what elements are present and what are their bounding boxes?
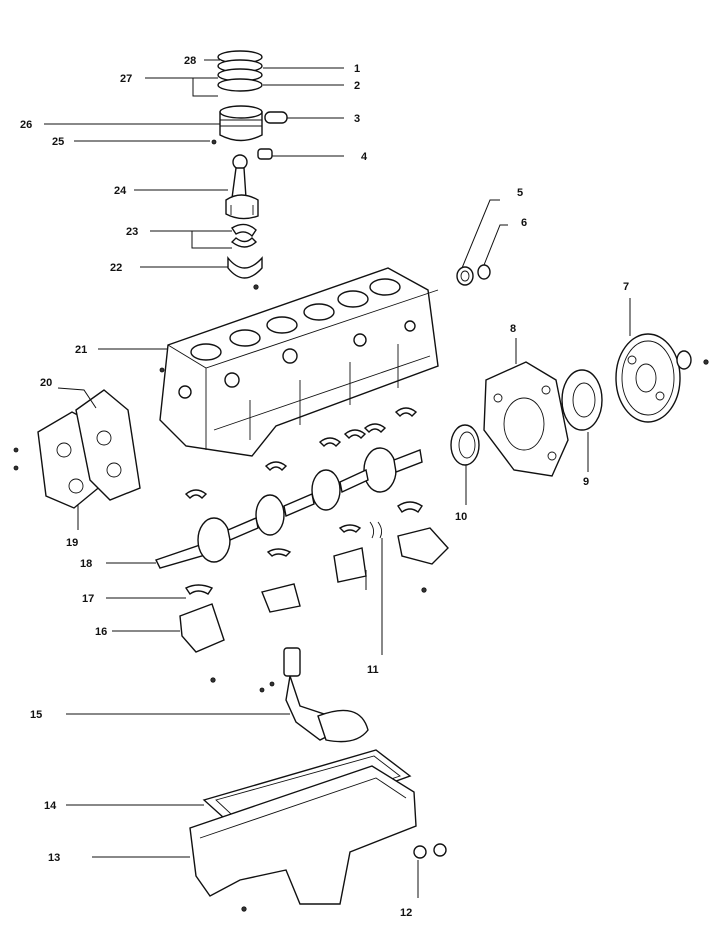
callout-16: 16: [95, 626, 107, 638]
callout-4: 4: [361, 151, 368, 163]
callout-26: 26: [20, 119, 32, 131]
crankshaft: [155, 447, 423, 569]
callout-22: 22: [110, 262, 122, 274]
callout-5: 5: [517, 187, 523, 199]
callout-9: 9: [583, 476, 589, 488]
flywheel-housing: [483, 361, 569, 477]
cylinder-block: [159, 267, 439, 457]
callout-7: 7: [623, 281, 629, 293]
piston: [219, 105, 263, 142]
callout-11: 11: [367, 664, 379, 676]
callout-6: 6: [521, 217, 527, 229]
callout-14: 14: [44, 800, 57, 812]
callout-20: 20: [40, 377, 52, 389]
main-bearing-upper-shells: [184, 407, 418, 499]
drain-plug: [413, 843, 447, 859]
oil-pump: [259, 647, 369, 743]
rear-oil-seal: [450, 424, 480, 466]
camshaft-bushing: [456, 266, 474, 286]
callout-8: 8: [510, 323, 516, 335]
callout-19: 19: [66, 537, 78, 549]
callout-17: 17: [82, 593, 94, 605]
callout-18: 18: [80, 558, 92, 570]
conrod-bearing-shells: [230, 223, 258, 248]
callout-27: 27: [120, 73, 132, 85]
thrust-washers: [369, 521, 383, 539]
callout-24: 24: [114, 185, 127, 197]
callout-12: 12: [400, 907, 412, 919]
main-bearing-caps: [179, 501, 449, 683]
conrod-cap: [227, 256, 263, 290]
piston-rings: [217, 50, 263, 92]
callout-15: 15: [30, 709, 42, 721]
callout-2: 2: [354, 80, 360, 92]
callout-21: 21: [75, 344, 87, 356]
callout-1: 1: [354, 63, 360, 75]
callout-13: 13: [48, 852, 60, 864]
small-end-bushing: [257, 148, 273, 160]
callout-10: 10: [455, 511, 467, 523]
callout-labels: 1 2 3 4 5 6 7 8 9 10 11 12 13 14 15 16 1…: [20, 55, 629, 919]
callout-25: 25: [52, 136, 64, 148]
flywheel: [615, 333, 709, 423]
o-ring: [477, 264, 491, 280]
connecting-rod: [225, 154, 259, 220]
leader-lines: [44, 59, 631, 898]
piston-pin: [264, 111, 288, 124]
adapter-plate: [561, 369, 603, 431]
callout-28: 28: [184, 55, 196, 67]
oil-pan: [189, 765, 417, 912]
gasket-plates: [13, 389, 141, 509]
piston-pin-clip: [211, 139, 217, 145]
callout-3: 3: [354, 113, 360, 125]
callout-23: 23: [126, 226, 138, 238]
